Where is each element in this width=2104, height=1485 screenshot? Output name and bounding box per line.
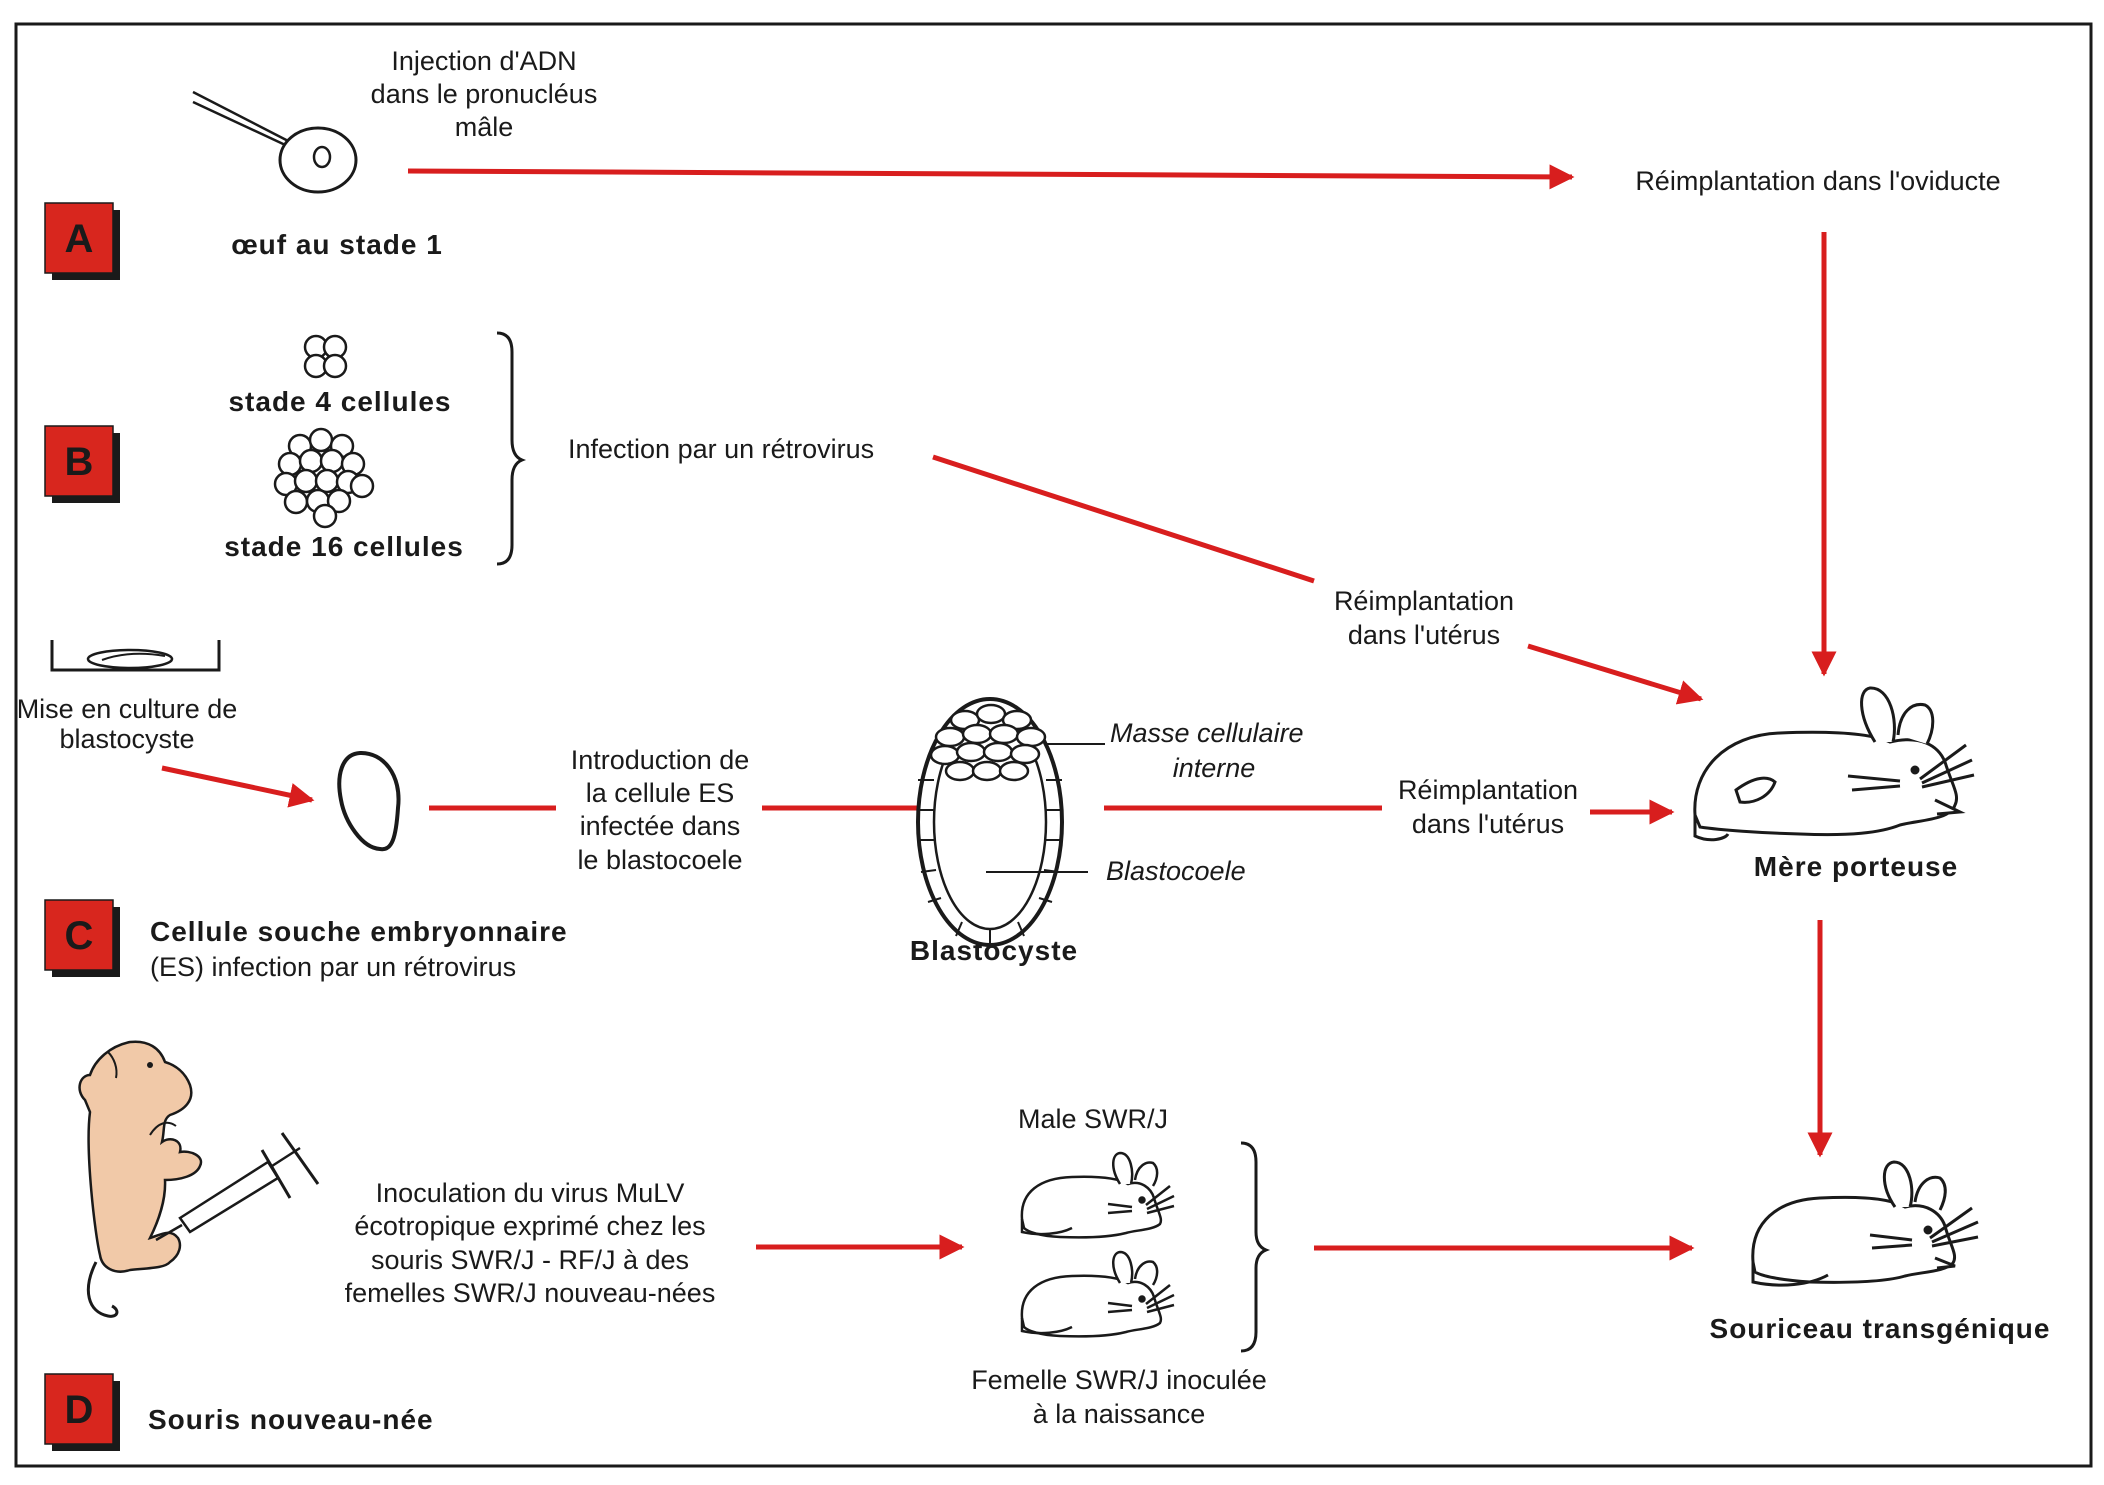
inner-cell-mass-icon: [929, 703, 1047, 782]
inoculation-label-line-2: écotropique exprimé chez les: [354, 1211, 705, 1241]
dish-blastocyst-icon: [86, 648, 174, 670]
badge-a: A: [44, 202, 120, 280]
blastocyst-icon: [916, 697, 1064, 947]
stage-brace: [496, 331, 527, 566]
newborn-mouse-label: Souris nouveau-née: [148, 1404, 434, 1435]
reimplant-oviduct-label: Réimplantation dans l'oviducte: [1635, 166, 2000, 196]
intro-label-line-2: la cellule ES: [586, 778, 735, 808]
badge-b: B: [44, 425, 120, 503]
intro-label-line-1: Introduction de: [571, 745, 750, 775]
transgenic-pup-label: Souriceau transgénique: [1710, 1313, 2051, 1344]
inoculation-label-line-4: femelles SWR/J nouveau-nées: [345, 1278, 716, 1308]
injection-pipette: [192, 90, 297, 147]
injection-label-line-2: dans le pronucléus: [371, 79, 598, 109]
reimplant-uterus-c-line-2: dans l'utérus: [1412, 809, 1564, 839]
female-mouse-icon: [1020, 1250, 1175, 1338]
intro-label-line-4: le blastocoele: [577, 845, 742, 875]
retrovirus-infection-label: Infection par un rétrovirus: [568, 434, 874, 464]
row-a: Injection d'ADN dans le pronucléus mâle …: [192, 46, 2001, 260]
row-c: Mise en culture de blastocyste Introduct…: [17, 640, 1675, 982]
inoculation-label-line-3: souris SWR/J - RF/J à des: [371, 1245, 689, 1275]
sixteen-cell-embryo-icon: [273, 427, 375, 529]
egg-stage-1-label: œuf au stade 1: [231, 229, 443, 260]
reimplant-uterus-b-line-2: dans l'utérus: [1348, 620, 1500, 650]
row-d: Inoculation du virus MuLV écotropique ex…: [78, 1040, 1695, 1435]
badge-c-letter: C: [65, 914, 94, 958]
blastocoele-label: Blastocoele: [1106, 856, 1246, 886]
badge-a-letter: A: [65, 217, 94, 261]
badge-d-letter: D: [65, 1388, 94, 1432]
injection-label-line-3: mâle: [455, 112, 514, 142]
es-cell-icon: [337, 750, 401, 852]
dish-blastocyst-inner-icon: [101, 652, 166, 661]
badge-d: D: [44, 1373, 120, 1451]
arrow-b-to-uterus: [932, 454, 1315, 584]
blastocyst-label: Blastocyste: [910, 935, 1078, 966]
sixteen-cell-stage-label: stade 16 cellules: [224, 531, 464, 562]
badge-b-letter: B: [65, 440, 94, 484]
male-swrj-label: Male SWR/J: [1018, 1104, 1168, 1134]
syringe-icon: [155, 1132, 320, 1242]
female-label-line-2: à la naissance: [1033, 1399, 1206, 1429]
culture-label-line-1: Mise en culture de: [17, 694, 238, 724]
surrogate-mother-label: Mère porteuse: [1754, 851, 1958, 882]
badge-c: C: [44, 899, 120, 977]
inoculation-label-line-1: Inoculation du virus MuLV: [376, 1178, 685, 1208]
outer-frame: [14, 22, 2093, 1468]
transgenic-pup-mouse-icon: [1751, 1160, 1979, 1287]
arrow-a-to-oviduct: [407, 164, 1575, 190]
es-cell-subtitle: (ES) infection par un rétrovirus: [150, 952, 516, 982]
right-column: Mère porteuse Souriceau transgénique: [1693, 232, 2051, 1344]
reimplant-uterus-c-line-1: Réimplantation: [1398, 775, 1578, 805]
culture-label-line-2: blastocyste: [59, 724, 194, 754]
culture-dish-icon: [50, 640, 221, 672]
icm-label-line-1: Masse cellulaire: [1110, 718, 1304, 748]
mice-brace: [1240, 1141, 1271, 1353]
male-mouse-icon: [1020, 1151, 1175, 1239]
injection-label-line-1: Injection d'ADN: [391, 46, 576, 76]
newborn-mouse-icon: [78, 1040, 203, 1318]
four-cell-embryo-icon: [303, 334, 348, 379]
pronucleus-icon: [312, 145, 332, 169]
icm-label-line-2: interne: [1173, 753, 1256, 783]
four-cell-stage-label: stade 4 cellules: [228, 386, 451, 417]
injection-pipette-lower: [192, 100, 297, 152]
arrow-uterus-to-mother: [1527, 643, 1704, 705]
surrogate-mother-mouse-icon: [1693, 686, 1975, 842]
female-label-line-1: Femelle SWR/J inoculée: [971, 1365, 1267, 1395]
reimplant-uterus-b-line-1: Réimplantation: [1334, 586, 1514, 616]
es-cell-title: Cellule souche embryonnaire: [150, 916, 568, 947]
row-b: stade 4 cellules stade 16 cellules Infec…: [224, 331, 1704, 705]
arrow-culture-to-es: [161, 765, 315, 808]
intro-label-line-3: infectée dans: [580, 811, 741, 841]
